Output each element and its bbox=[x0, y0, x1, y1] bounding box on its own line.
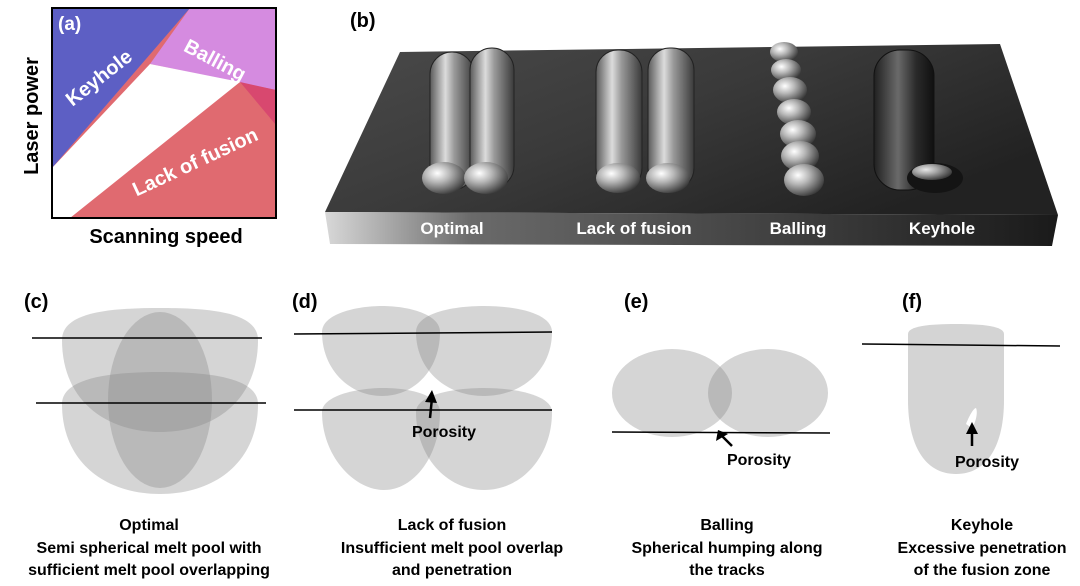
caption-e-line-1: Spherical humping along bbox=[631, 540, 822, 557]
porosity-arrow-head bbox=[716, 430, 728, 441]
caption-e-line-2: the tracks bbox=[689, 562, 765, 579]
porosity-label-d: Porosity bbox=[412, 424, 476, 441]
melt-pool-top-right bbox=[416, 306, 552, 396]
y-axis-label: Laser power bbox=[21, 57, 43, 175]
caption-c-line-1: Semi spherical melt pool with bbox=[37, 540, 262, 557]
porosity-label-f: Porosity bbox=[955, 454, 1019, 471]
keyhole-pore bbox=[966, 408, 977, 428]
track-keyhole bbox=[873, 49, 963, 193]
panel-c-label: (c) bbox=[24, 291, 48, 313]
caption-f-line-1: Excessive penetration bbox=[898, 540, 1067, 557]
caption-d-title: Lack of fusion bbox=[398, 517, 506, 534]
panel-f: (f) Porosity Keyhole Excessive penetrati… bbox=[861, 291, 1067, 579]
surface-line bbox=[861, 343, 1061, 347]
track-label-balling: Balling bbox=[770, 219, 827, 238]
panel-b-label: (b) bbox=[350, 10, 376, 32]
region-balling bbox=[150, 8, 276, 90]
melt-pool-top bbox=[62, 308, 258, 432]
caption-d-line-1: Insufficient melt pool overlap bbox=[341, 540, 563, 557]
keyhole-melt-pool bbox=[908, 324, 1004, 474]
melt-pool-bottom-left bbox=[322, 388, 440, 490]
porosity-arrow-head bbox=[966, 422, 978, 434]
layer-line-1 bbox=[293, 331, 553, 335]
x-axis-label: Scanning speed bbox=[89, 226, 242, 248]
track-label-lack-of-fusion: Lack of fusion bbox=[576, 219, 691, 238]
melt-ball-left bbox=[612, 349, 732, 437]
caption-c-title: Optimal bbox=[119, 517, 179, 534]
porosity-arrow-head bbox=[425, 390, 437, 403]
region-optimal bbox=[52, 64, 240, 218]
region-keyhole bbox=[52, 8, 190, 168]
panel-e: (e) Porosity Balling Spherical humping a… bbox=[611, 291, 831, 579]
panel-f-label: (f) bbox=[902, 291, 922, 313]
caption-f-title: Keyhole bbox=[951, 517, 1013, 534]
panel-b: (b) bbox=[325, 10, 1058, 246]
melt-ball-right bbox=[708, 349, 828, 437]
panel-a: (a) Keyhole Balling Lack of fusion Laser… bbox=[21, 7, 277, 248]
melt-pool-top-left bbox=[322, 306, 440, 396]
track-label-optimal: Optimal bbox=[420, 219, 483, 238]
panel-e-label: (e) bbox=[624, 291, 648, 313]
caption-e-title: Balling bbox=[700, 517, 753, 534]
panel-d: (d) Porosity Lack of fusion Insufficient… bbox=[292, 291, 563, 579]
caption-d-line-2: and penetration bbox=[392, 562, 512, 579]
track-label-keyhole: Keyhole bbox=[909, 219, 975, 238]
substrate-front bbox=[325, 212, 1058, 246]
melt-pool-bottom-right bbox=[416, 388, 552, 490]
caption-c-line-2: sufficient melt pool overlapping bbox=[28, 562, 270, 579]
track-balling bbox=[770, 42, 824, 196]
track-optimal bbox=[422, 47, 515, 194]
caption-f-line-2: of the fusion zone bbox=[914, 562, 1051, 579]
panel-c: (c) Optimal Semi spherical melt pool wit… bbox=[24, 291, 270, 579]
panel-a-label: (a) bbox=[58, 14, 81, 35]
panel-d-label: (d) bbox=[292, 291, 318, 313]
panel-a-frame bbox=[51, 7, 277, 219]
track-lack-of-fusion bbox=[595, 47, 695, 193]
region-overlap bbox=[240, 82, 276, 125]
melt-pool-center bbox=[108, 312, 212, 488]
porosity-arrow-shaft bbox=[721, 435, 733, 447]
porosity-label-e: Porosity bbox=[727, 452, 791, 469]
